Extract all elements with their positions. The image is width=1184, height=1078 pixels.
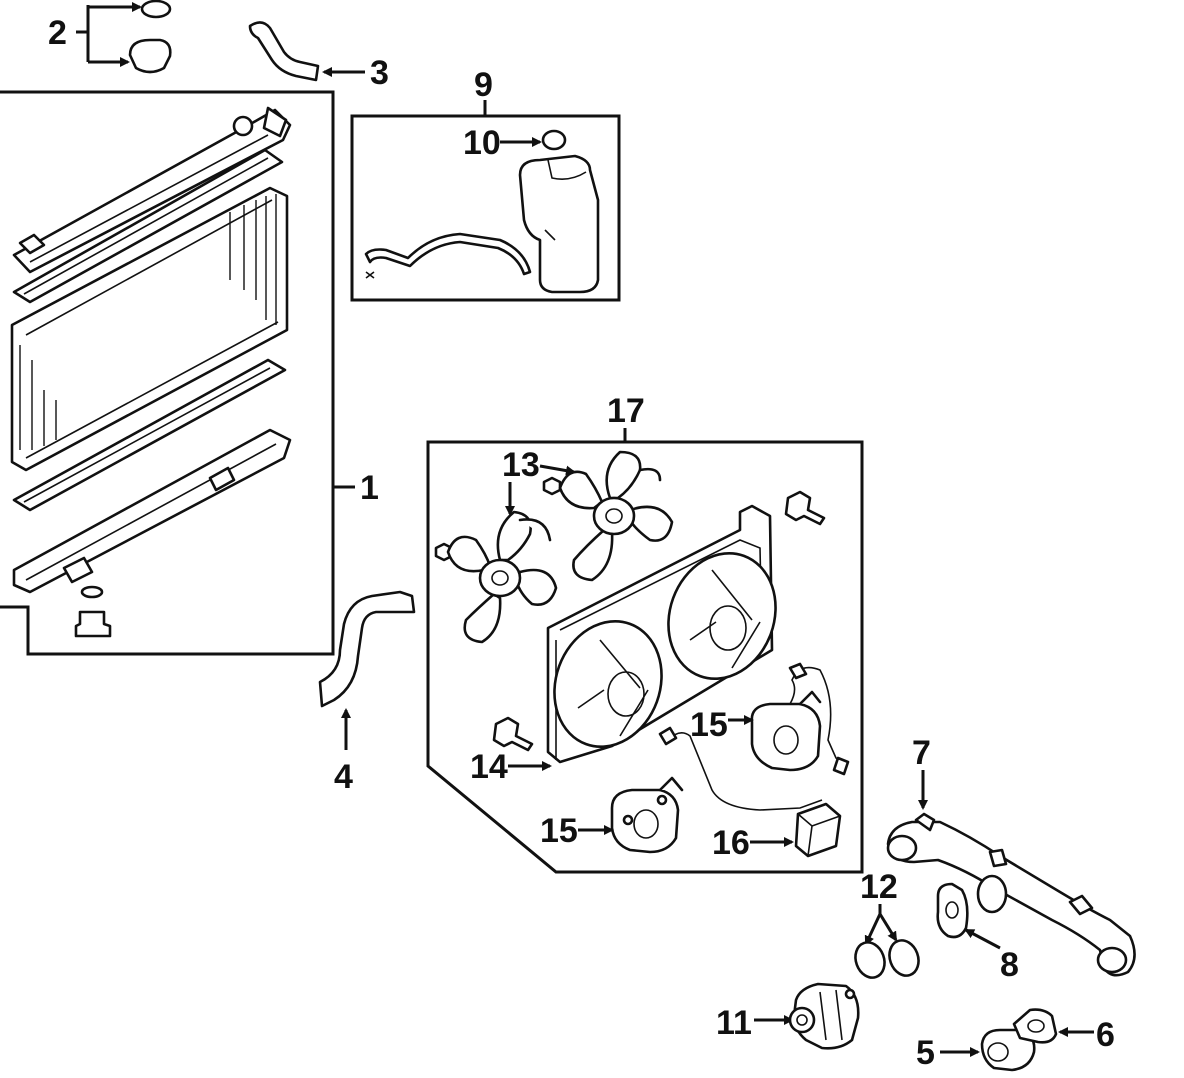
drain-plug — [74, 610, 112, 638]
overflow-hose — [364, 232, 532, 276]
callout-5: 5 — [916, 1034, 935, 1072]
callout-4: 4 — [334, 758, 353, 796]
coolant-reservoir — [518, 154, 600, 294]
callout-1: 1 — [360, 469, 379, 507]
fan-motor — [750, 662, 850, 776]
fan-shroud — [546, 504, 777, 764]
reservoir-group: 9 10 — [350, 66, 621, 302]
lower-radiator-hose — [318, 590, 416, 708]
radiator-filler-neck — [232, 115, 254, 137]
water-pump-group: 11 — [716, 982, 860, 1050]
callout-15b: 15 — [540, 812, 578, 850]
radiator-core-fins — [19, 194, 277, 450]
drain-plug-washer — [80, 585, 104, 599]
o-ring — [888, 939, 920, 977]
thermostat-gasket — [1012, 1008, 1058, 1044]
reservoir-cap — [541, 129, 567, 151]
callout-12: 12 — [860, 868, 898, 906]
radiator-group-frame — [0, 90, 335, 656]
callout-16: 16 — [712, 824, 750, 862]
callout-11: 11 — [716, 1004, 752, 1042]
fan-wiring-harness — [667, 732, 823, 811]
fan-relay — [794, 802, 842, 858]
callout-8: 8 — [1000, 946, 1019, 984]
thermostat-group: 5 6 — [916, 1008, 1115, 1072]
upper-hose-group: 3 — [248, 21, 389, 92]
callout-14: 14 — [470, 748, 508, 786]
radiator-core — [10, 186, 289, 472]
fan-assembly-frame — [426, 440, 864, 874]
upper-radiator-hose — [248, 21, 320, 82]
water-pipe — [886, 820, 1136, 977]
callout-7: 7 — [912, 734, 931, 772]
o-ring — [854, 941, 886, 979]
fan-blade — [446, 510, 558, 644]
water-pipe-group: 7 8 — [886, 734, 1136, 984]
fan-motor — [610, 776, 684, 854]
callout-6: 6 — [1096, 1016, 1115, 1054]
cap-seal-ring — [140, 0, 172, 19]
callout-15a: 15 — [690, 706, 728, 744]
pipe-gasket — [936, 882, 969, 939]
shroud-bolt — [492, 716, 534, 752]
callout-3: 3 — [370, 54, 389, 92]
reservoir-group-frame — [350, 114, 621, 302]
fan-nut — [542, 476, 562, 496]
callout-2: 2 — [48, 14, 67, 52]
callout-10: 10 — [463, 124, 501, 162]
callout-17: 17 — [607, 392, 645, 430]
radiator-group: 1 — [0, 90, 379, 656]
callout-9: 9 — [474, 66, 493, 104]
cap-group: 2 — [48, 0, 172, 74]
callout-13: 13 — [502, 446, 540, 484]
lower-hose-group: 4 — [318, 590, 416, 796]
shroud-bolt — [784, 490, 826, 526]
fan-blade — [558, 450, 674, 582]
fan-assembly-group: 17 13 — [426, 392, 864, 874]
radiator-cap — [128, 38, 172, 74]
o-ring-group: 12 — [854, 868, 920, 979]
